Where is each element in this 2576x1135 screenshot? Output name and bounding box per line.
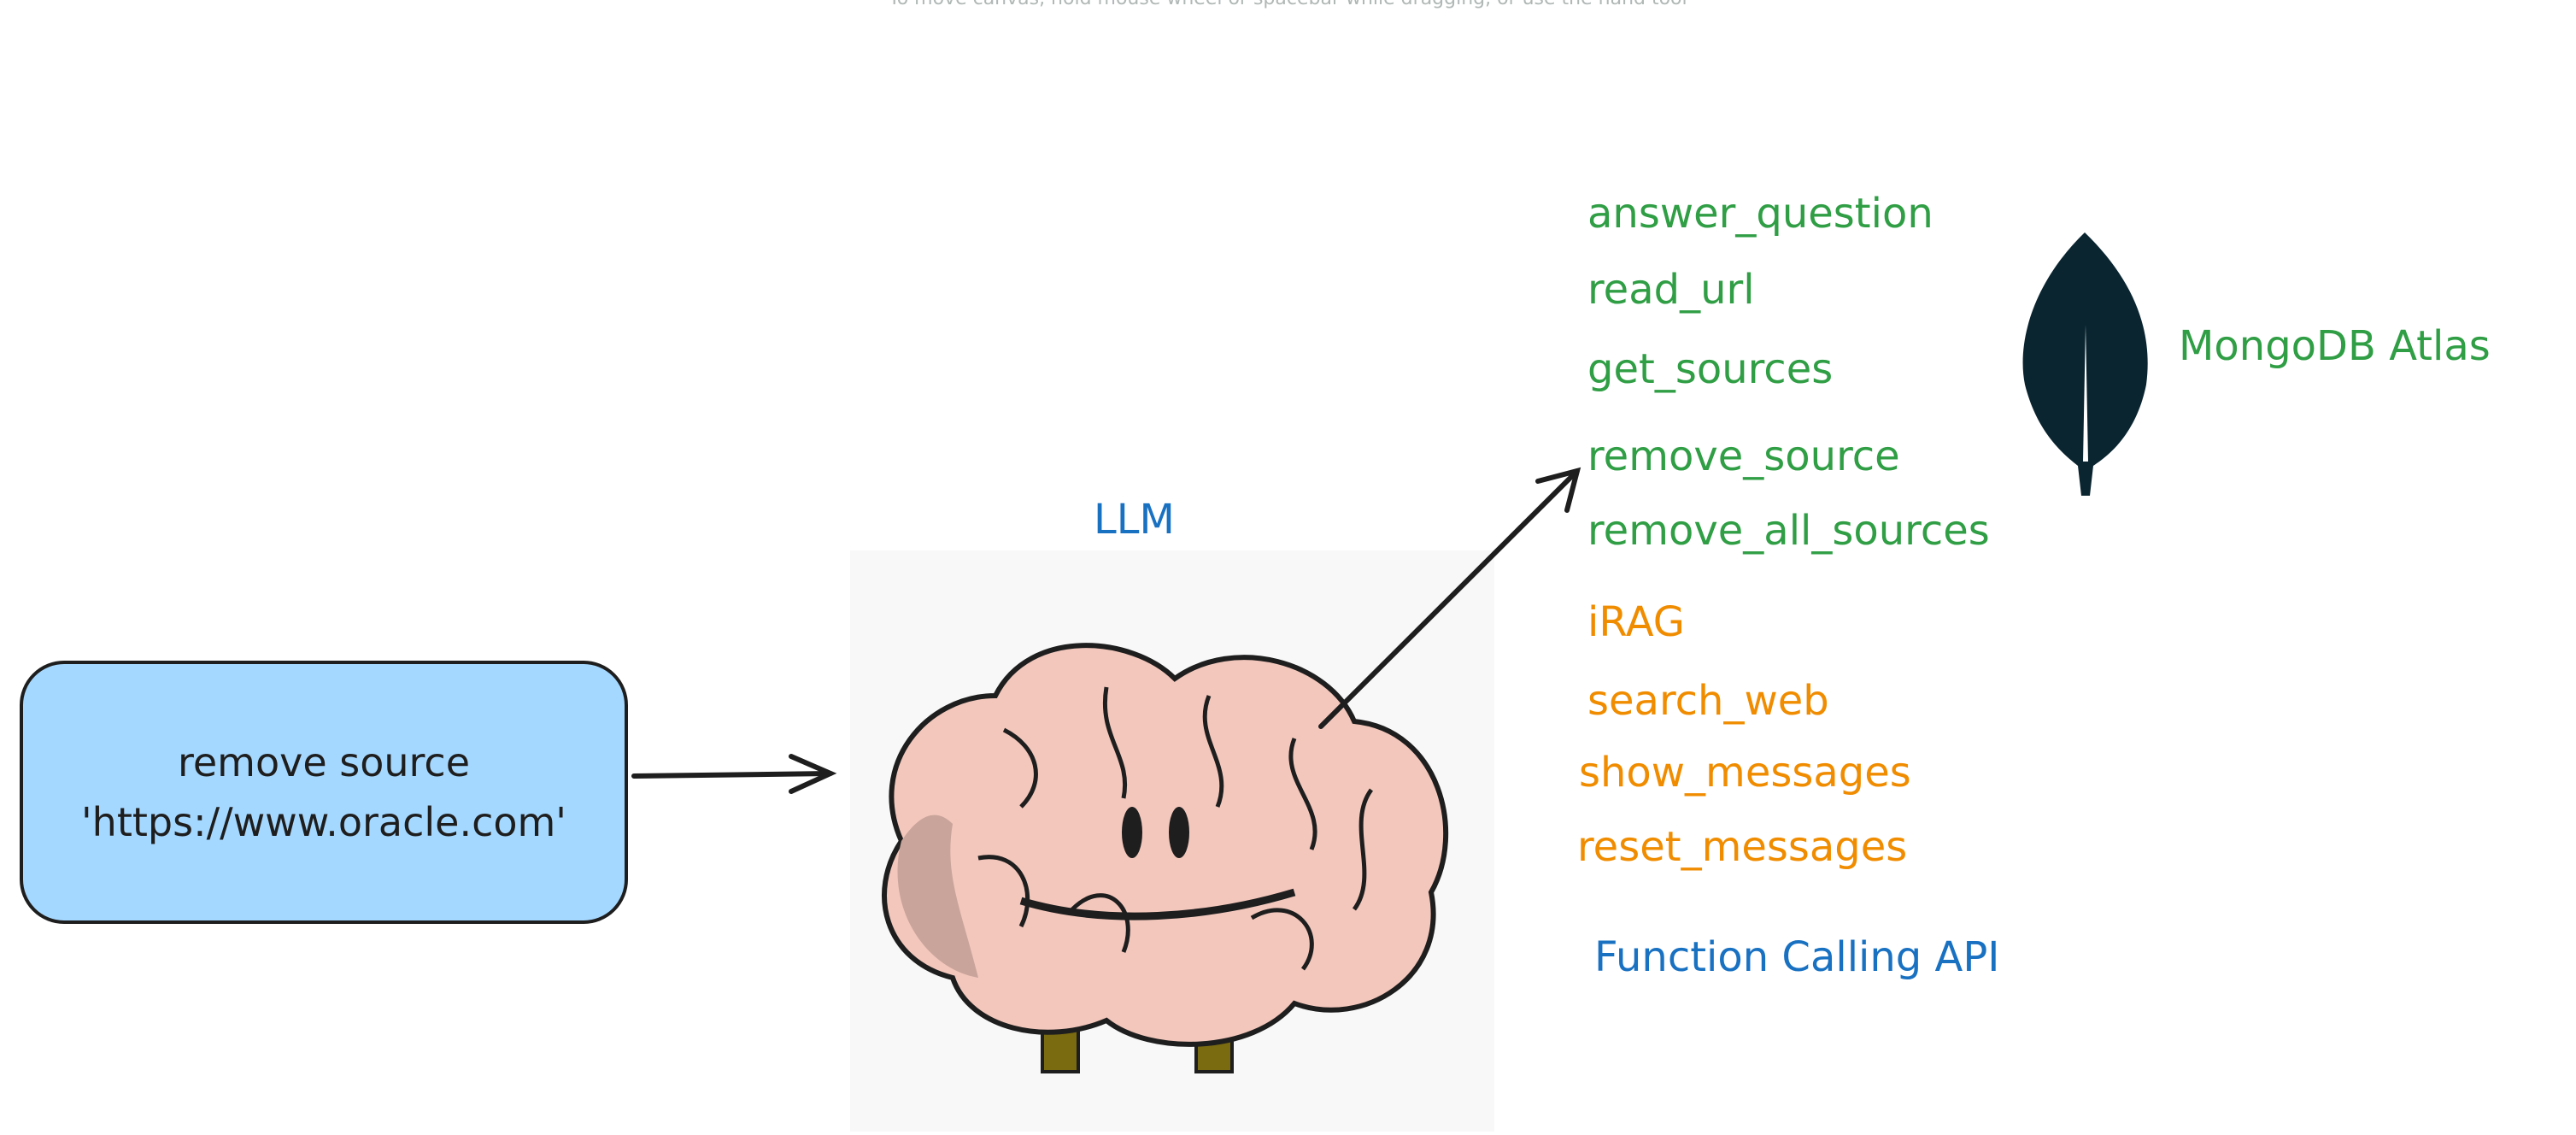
brain-icon: [882, 643, 1449, 1073]
mongodb-leaf-icon: [2022, 232, 2148, 496]
function-irag: iRAG: [1587, 598, 1685, 646]
function-answer-question: answer_question: [1587, 190, 1933, 238]
brain-image: [850, 550, 1494, 1132]
function-search-web: search_web: [1587, 677, 1829, 725]
function-remove-all-sources: remove_all_sources: [1587, 507, 1990, 555]
prompt-line-2: 'https://www.oracle.com': [81, 799, 566, 845]
arrow-prompt-to-llm: [631, 754, 837, 794]
canvas-hint: To move canvas, hold mouse wheel or spac…: [889, 0, 1687, 9]
llm-label: LLM: [1094, 496, 1175, 544]
arrow-llm-to-functions: [1318, 467, 1581, 729]
function-remove-source: remove_source: [1587, 432, 1900, 480]
function-calling-api-label: Function Calling API: [1594, 933, 2000, 981]
function-get-sources: get_sources: [1587, 345, 1834, 393]
function-reset-messages: reset_messages: [1577, 823, 1908, 871]
prompt-line-1: remove source: [177, 739, 471, 785]
user-prompt-box[interactable]: remove source 'https://www.oracle.com': [20, 661, 628, 924]
function-show-messages: show_messages: [1579, 749, 1911, 797]
function-read-url: read_url: [1587, 266, 1755, 314]
mongodb-atlas-label: MongoDB Atlas: [2179, 322, 2491, 370]
